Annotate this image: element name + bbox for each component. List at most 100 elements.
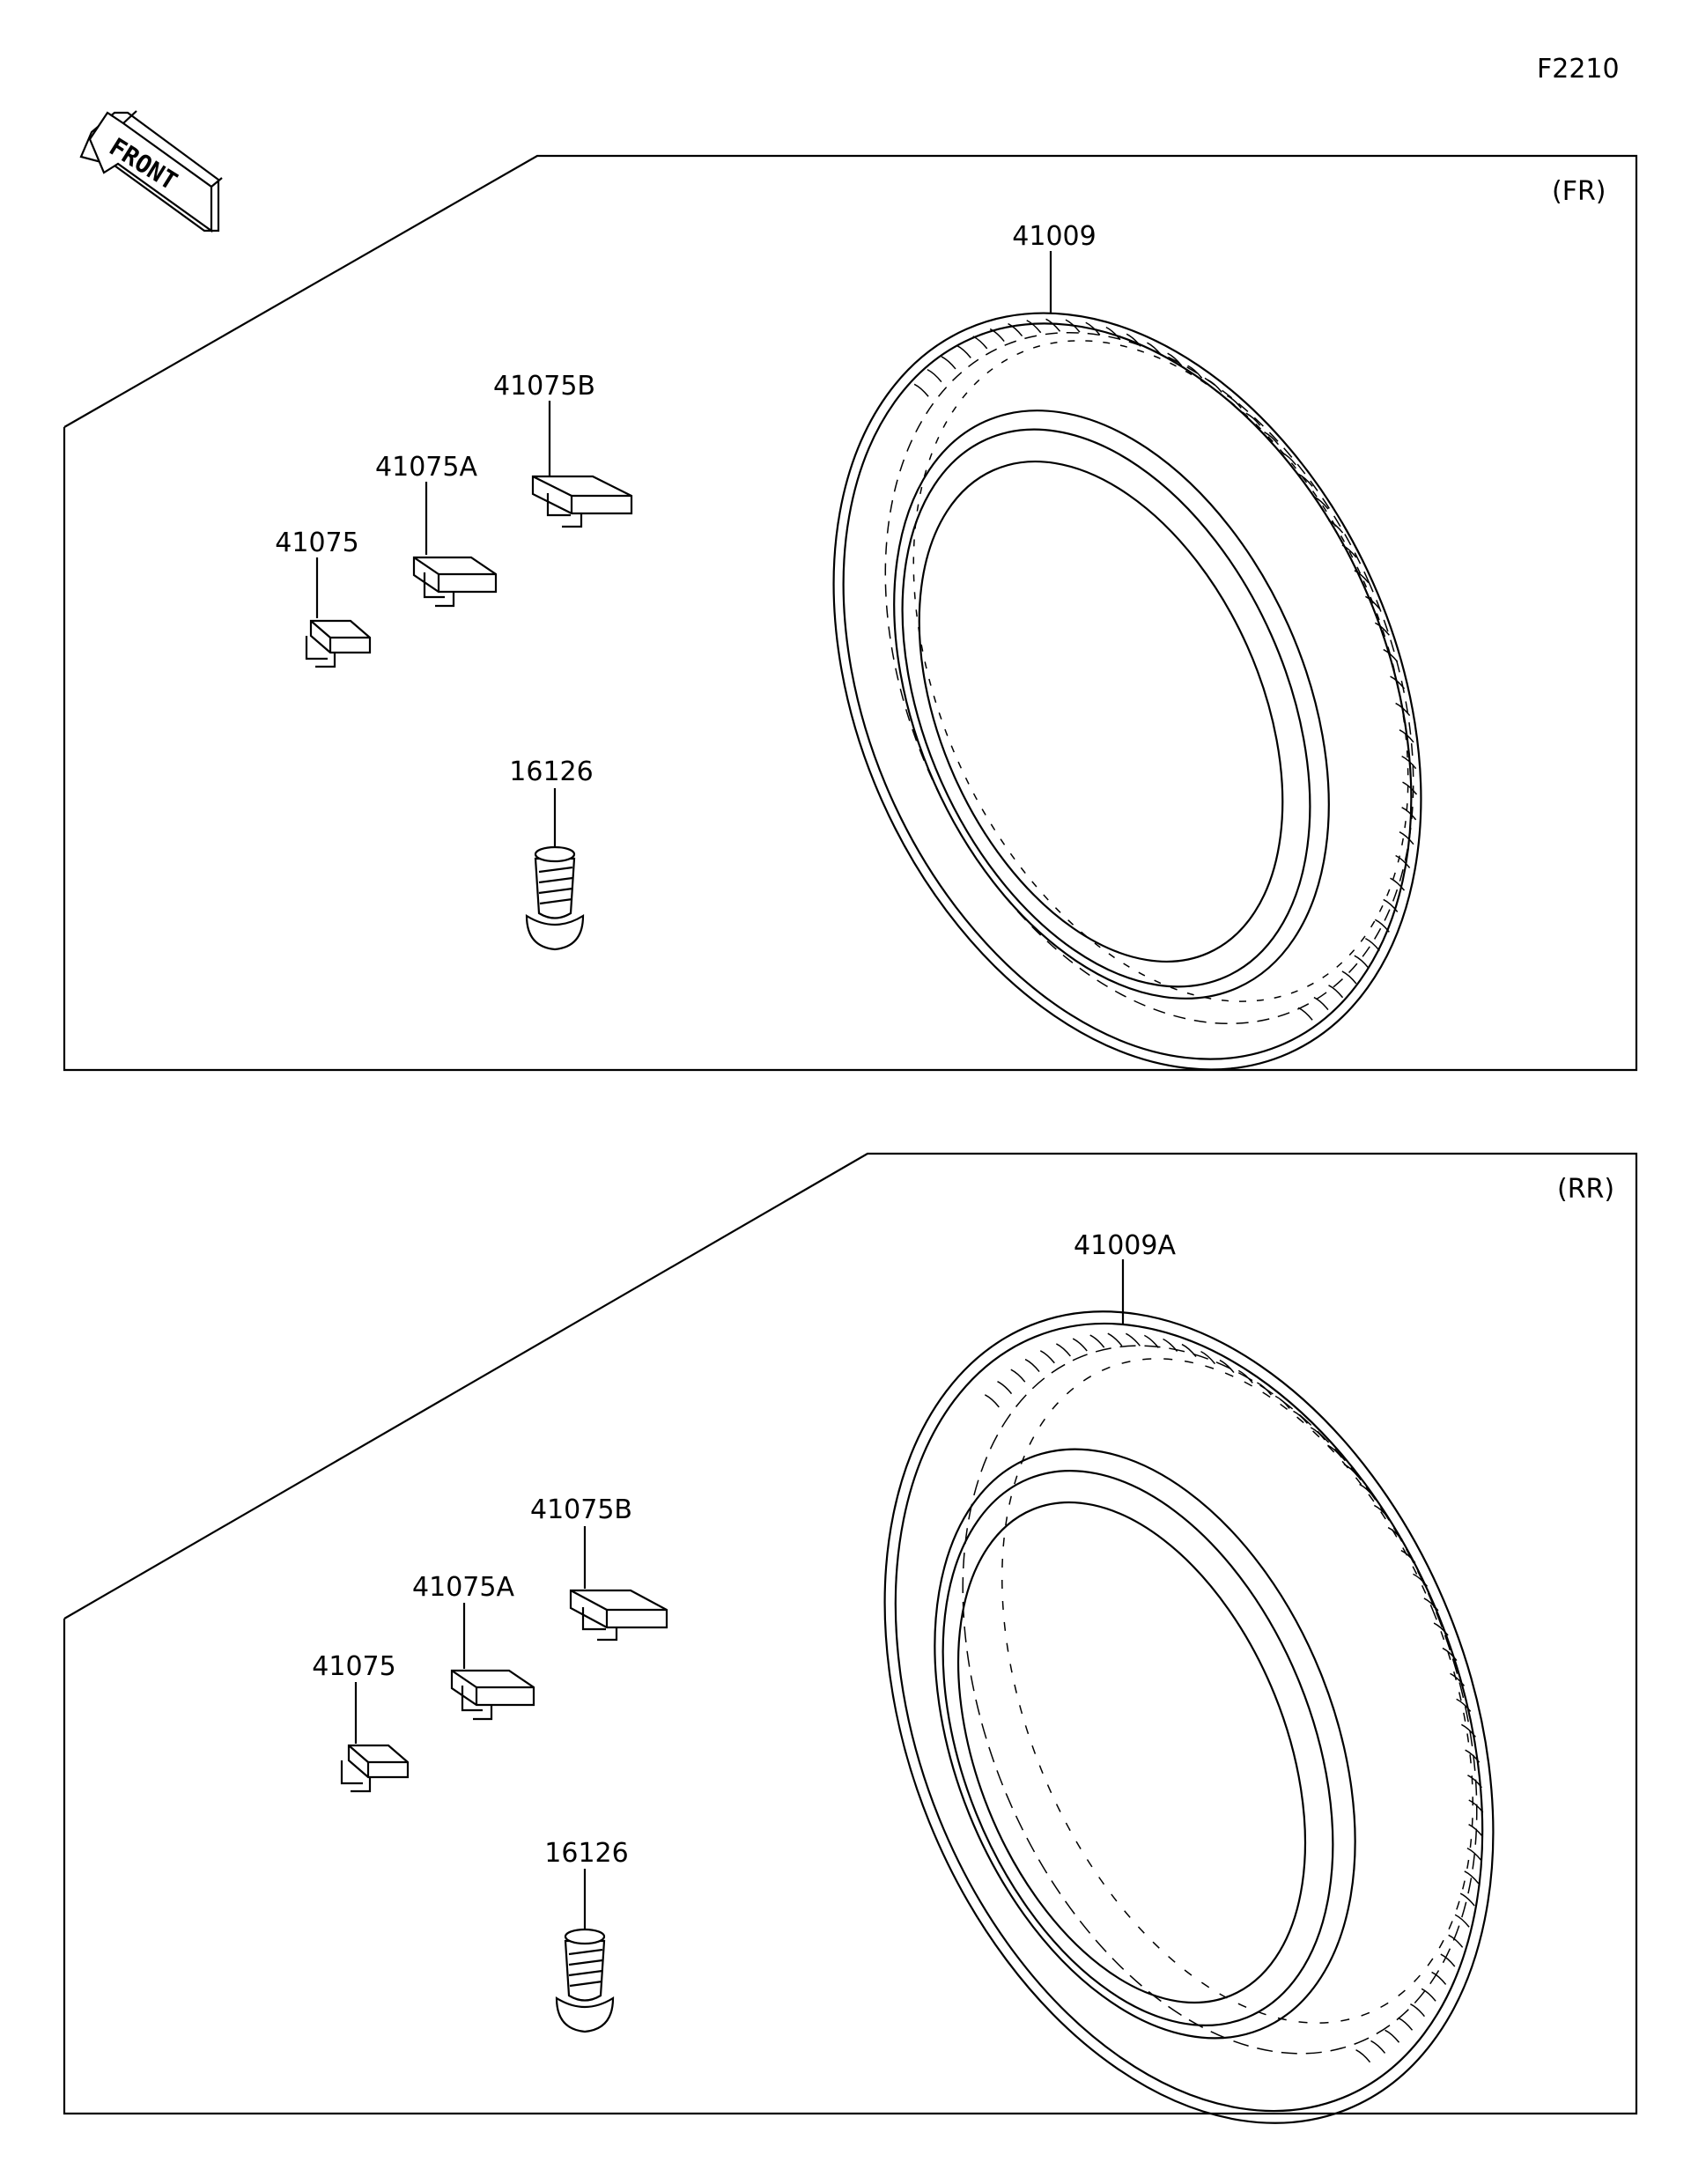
tread-mark	[1365, 595, 1380, 609]
tread-mark	[1448, 1934, 1464, 1948]
tread-mark	[989, 328, 1005, 343]
tread-mark	[1264, 432, 1280, 446]
tread-mark	[956, 344, 971, 358]
tread-mark	[1026, 320, 1042, 334]
tread-mark	[1468, 1799, 1484, 1813]
callout-valve: 16126	[509, 756, 593, 787]
tread-mark	[1401, 807, 1417, 821]
figure-code: F2210	[1537, 54, 1620, 85]
tread-mark	[1433, 1622, 1449, 1636]
tread-mark	[913, 383, 929, 397]
tread-mark	[1293, 1410, 1309, 1424]
tread-mark	[1464, 1870, 1480, 1885]
balance-weight-a	[412, 556, 498, 608]
tread-mark	[972, 336, 988, 350]
tread-mark	[1421, 1988, 1436, 2002]
tread-mark	[1327, 1444, 1343, 1458]
tread-mark	[1410, 2003, 1425, 2018]
tread-mark	[1143, 1334, 1159, 1348]
tread-mark	[1359, 1483, 1375, 1497]
tread-mark	[1045, 318, 1061, 332]
balance-weight-b	[531, 475, 633, 528]
tread-mark	[1413, 1573, 1429, 1587]
callout-tire: 41009	[1012, 221, 1096, 252]
tread-mark	[984, 1394, 1000, 1408]
tread-mark	[1313, 996, 1329, 1011]
tread-mark	[941, 356, 956, 370]
tread-mark	[1402, 781, 1418, 795]
tread-mark	[1387, 1526, 1403, 1540]
tread-mark	[1281, 452, 1296, 466]
tread-mark	[1390, 675, 1406, 690]
panel-front-wheel: (FR) 41009 41075B 41	[63, 154, 1638, 1072]
tread-mark	[1440, 1953, 1456, 1967]
tread-mark	[1374, 919, 1390, 933]
tread-mark	[1219, 1359, 1235, 1374]
tread-mark	[1442, 1647, 1458, 1662]
tread-mark	[1454, 1914, 1470, 1928]
tread-mark	[1181, 1343, 1197, 1358]
tread-mark	[1105, 326, 1121, 341]
front-arrow-icon: FRONT	[79, 110, 223, 233]
tread-mark	[1107, 1332, 1123, 1347]
tread-mark	[1450, 1672, 1466, 1686]
tread-mark	[1364, 937, 1380, 952]
callout-weight-b: 41075B	[530, 1494, 632, 1525]
tread-mark	[1390, 877, 1406, 891]
tread-mark	[1343, 1463, 1359, 1478]
tread-mark	[1085, 321, 1101, 336]
tread-mark	[1008, 322, 1023, 337]
tread-mark	[1354, 570, 1370, 584]
callout-weight-b: 41075B	[493, 371, 595, 402]
tread-mark	[997, 1380, 1013, 1395]
tread-mark	[1354, 955, 1370, 969]
tread-mark	[1375, 622, 1390, 636]
tread-mark	[1373, 1504, 1389, 1518]
valve-stem	[525, 845, 585, 951]
tread-mark	[1297, 1007, 1313, 1021]
tread-mark	[1274, 1395, 1290, 1409]
front-tire	[832, 312, 1422, 1071]
tread-mark	[1456, 1698, 1472, 1712]
tread-mark	[1385, 2029, 1400, 2043]
tread-mark	[1383, 648, 1399, 663]
balance-weight	[305, 619, 372, 668]
tread-mark	[1024, 1358, 1040, 1373]
tread-mark	[1467, 1774, 1483, 1789]
balance-weight-b	[569, 1589, 668, 1642]
callout-valve: 16126	[544, 1838, 628, 1869]
tread-mark	[1065, 319, 1081, 333]
tread-mark	[1039, 1350, 1055, 1364]
panel-position-label: (FR)	[1552, 176, 1606, 207]
tread-mark	[1010, 1369, 1026, 1383]
tread-mark	[1465, 1749, 1481, 1763]
tread-mark	[1313, 496, 1329, 510]
callout-weight-a: 41075A	[412, 1572, 514, 1603]
tread-mark	[1461, 1723, 1476, 1738]
tread-mark	[1398, 2017, 1414, 2031]
tread-mark	[1399, 729, 1414, 743]
tread-mark	[1310, 1427, 1325, 1441]
tread-mark	[1126, 1332, 1141, 1347]
tread-mark	[1466, 1847, 1482, 1862]
tread-mark	[927, 368, 942, 383]
tread-mark	[1187, 365, 1203, 379]
tread-mark	[1089, 1334, 1105, 1348]
tread-mark	[1207, 379, 1222, 393]
tread-mark	[1423, 1597, 1439, 1612]
tread-mark	[1167, 352, 1183, 366]
callout-tire: 41009A	[1074, 1230, 1176, 1261]
tread-mark	[1459, 1893, 1475, 1907]
tread-mark	[1147, 342, 1163, 356]
tread-mark	[1163, 1338, 1178, 1352]
tread-mark	[1297, 473, 1313, 487]
tread-mark	[1257, 1382, 1272, 1396]
tread-mark	[1226, 395, 1242, 409]
tread-mark	[1328, 985, 1344, 999]
callout-weight-a: 41075A	[375, 452, 477, 483]
panel-position-label: (RR)	[1557, 1174, 1614, 1205]
balance-weight-a	[450, 1669, 535, 1721]
rear-tire	[883, 1310, 1495, 2124]
callout-weight: 41075	[312, 1651, 395, 1682]
